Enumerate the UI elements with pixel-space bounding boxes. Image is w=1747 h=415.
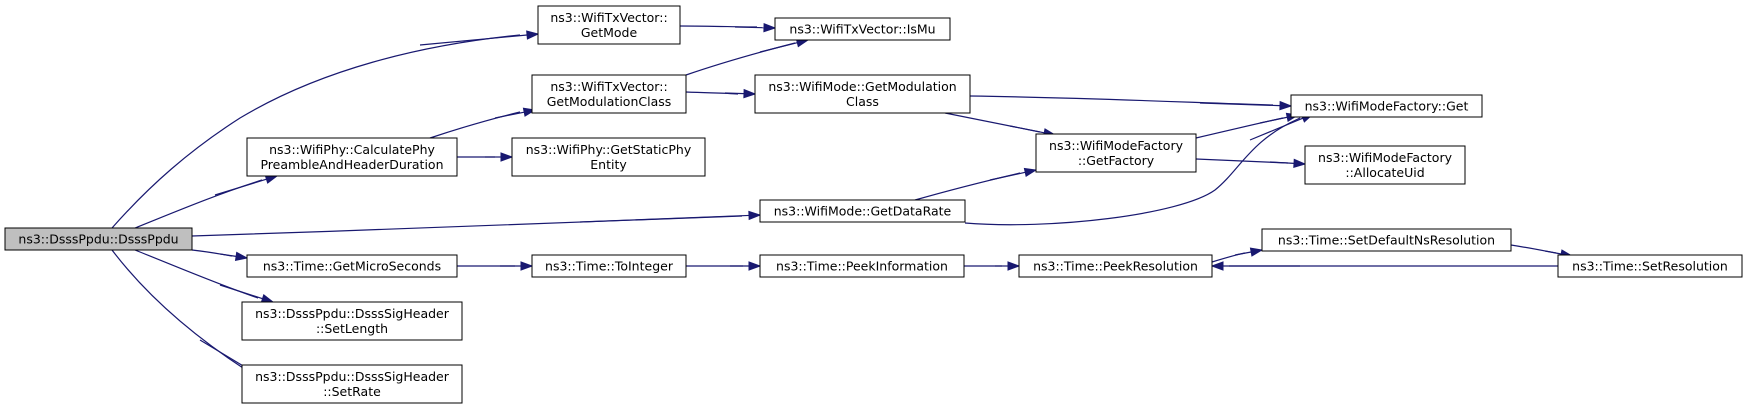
edge-n1-n2	[679, 23, 777, 33]
node-ns3-time-peekinformation[interactable]: ns3::Time::PeekInformation	[759, 254, 965, 278]
node-ns3-time-peekresolution[interactable]: ns3::Time::PeekResolution	[1018, 254, 1213, 278]
node-ns3-wifimodefactory-get[interactable]: ns3::WifiModeFactory::Get	[1290, 94, 1483, 118]
edge-n3-n9	[457, 152, 514, 162]
nodes-layer: ns3::DsssPpdu::DsssPpdu ns3::WifiTxVector…	[4, 5, 1743, 404]
node-box	[531, 74, 687, 114]
node-label: ns3::WifiModeFactory::Get	[1305, 99, 1469, 114]
node-ns3-dsssppdu-dssssigheader-setlength[interactable]: ns3::DsssPpdu::DsssSigHeader::SetLength	[241, 301, 463, 341]
node-ns3-wifitxvector-ismu[interactable]: ns3::WifiTxVector::IsMu	[774, 17, 951, 41]
node-ns3-dsssppdu-dsssppdu[interactable]: ns3::DsssPpdu::DsssPpdu	[4, 227, 193, 251]
node-box	[246, 254, 458, 278]
node-ns3-wifiphy-calculatephypreambleandheaderduration[interactable]: ns3::WifiPhy::CalculatePhyPreambleAndHea…	[246, 137, 458, 177]
node-box	[241, 364, 463, 404]
node-label: ::SetRate	[323, 384, 381, 399]
node-box	[4, 227, 193, 251]
node-ns3-wifimodefactory-getfactory[interactable]: ns3::WifiModeFactory::GetFactory	[1035, 133, 1197, 173]
node-label: ns3::Time::GetMicroSeconds	[263, 259, 441, 274]
edge-n10-n7	[914, 167, 1038, 201]
node-box	[1304, 145, 1466, 185]
node-label: PreambleAndHeaderDuration	[260, 157, 443, 172]
edge-n4-n2	[685, 38, 810, 76]
node-label: ns3::WifiTxVector::	[550, 79, 667, 94]
edge-n12-n13	[686, 261, 762, 271]
node-label: ns3::WifiTxVector::	[550, 10, 667, 25]
edge-n5-n6	[969, 95, 1293, 111]
node-label: ns3::WifiTxVector::IsMu	[789, 22, 935, 37]
node-label: ::GetFactory	[1078, 153, 1155, 168]
node-box	[241, 301, 463, 341]
node-label: ns3::Time::PeekInformation	[776, 259, 948, 274]
edge-n0-n11	[191, 249, 249, 261]
node-label: ns3::WifiMode::GetModulation	[768, 79, 956, 94]
edge-n0-n10	[191, 210, 762, 237]
node-box	[1557, 254, 1743, 278]
node-label: ns3::Time::PeekResolution	[1033, 259, 1198, 274]
node-label: ns3::WifiPhy::CalculatePhy	[269, 142, 435, 157]
edge-n7-n6	[1195, 112, 1300, 139]
node-box	[246, 137, 458, 177]
node-ns3-time-tointeger[interactable]: ns3::Time::ToInteger	[531, 254, 687, 278]
node-label: ns3::DsssPpdu::DsssPpdu	[18, 232, 178, 247]
node-label: ::SetLength	[316, 321, 388, 336]
node-ns3-wifimode-getmodulationclass[interactable]: ns3::WifiMode::GetModulationClass	[754, 74, 971, 114]
edge-n14-n15	[1211, 247, 1264, 263]
node-label: ns3::DsssPpdu::DsssSigHeader	[255, 369, 450, 384]
node-box	[1018, 254, 1213, 278]
node-label: ns3::WifiModeFactory	[1318, 150, 1453, 165]
node-box	[537, 5, 681, 45]
edge-n11-n12	[457, 261, 534, 271]
node-label: ns3::WifiMode::GetDataRate	[774, 204, 952, 219]
node-label: ns3::Time::SetResolution	[1572, 259, 1728, 274]
node-ns3-wifitxvector-getmode[interactable]: ns3::WifiTxVector::GetMode	[537, 5, 681, 45]
node-label: ns3::Time::ToInteger	[545, 259, 674, 274]
node-box	[759, 254, 965, 278]
node-box	[1261, 228, 1512, 252]
node-label: ns3::Time::SetDefaultNsResolution	[1278, 233, 1495, 248]
node-label: Entity	[590, 157, 627, 172]
node-ns3-wifimodefactory-allocateuid[interactable]: ns3::WifiModeFactory::AllocateUid	[1304, 145, 1466, 185]
edge-n0-n18	[111, 249, 262, 377]
node-box	[754, 74, 971, 114]
edge-n0-n3	[134, 174, 279, 229]
node-ns3-time-setdefaultnsresolution[interactable]: ns3::Time::SetDefaultNsResolution	[1261, 228, 1512, 252]
node-ns3-time-getmicroseconds[interactable]: ns3::Time::GetMicroSeconds	[246, 254, 458, 278]
node-ns3-wifimode-getdatarate[interactable]: ns3::WifiMode::GetDataRate	[759, 199, 966, 223]
node-label: ns3::WifiModeFactory	[1049, 138, 1184, 153]
edge-n5-n7	[944, 112, 1057, 138]
node-ns3-dsssppdu-dssssigheader-setrate[interactable]: ns3::DsssPpdu::DsssSigHeader::SetRate	[241, 364, 463, 404]
edge-n0-n1	[111, 30, 540, 229]
node-label: ns3::WifiPhy::GetStaticPhy	[526, 142, 692, 157]
node-label: GetModulationClass	[547, 94, 672, 109]
edge-n7-n8	[1195, 158, 1307, 169]
node-label: GetMode	[581, 25, 638, 40]
edge-n16-n14	[1210, 261, 1558, 271]
edge-n4-n5	[685, 88, 757, 99]
node-box	[774, 17, 951, 41]
edge-n3-n4	[429, 107, 537, 139]
node-ns3-wifitxvector-getmodulationclass[interactable]: ns3::WifiTxVector::GetModulationClass	[531, 74, 687, 114]
node-box	[1290, 94, 1483, 118]
node-box	[759, 199, 966, 223]
node-box	[531, 254, 687, 278]
node-label: Class	[846, 94, 879, 109]
edge-n13-n14	[964, 261, 1021, 271]
node-ns3-time-setresolution[interactable]: ns3::Time::SetResolution	[1557, 254, 1743, 278]
node-box	[511, 137, 706, 177]
node-label: ns3::DsssPpdu::DsssSigHeader	[255, 306, 450, 321]
node-box	[1035, 133, 1197, 173]
node-label: ::AllocateUid	[1345, 165, 1424, 180]
